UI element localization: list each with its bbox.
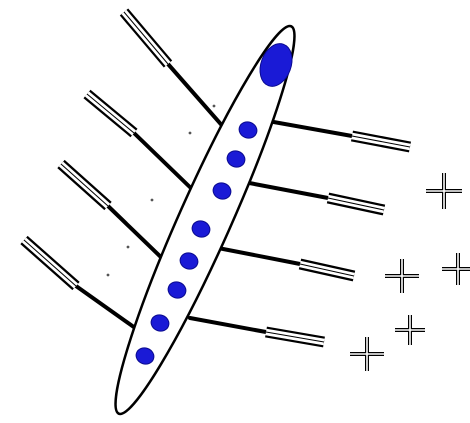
specks-group: [106, 104, 216, 277]
oar-shaft: [216, 246, 302, 266]
left-oars-group: [20, 8, 228, 332]
oar-shaft: [166, 62, 228, 132]
crew-member-1: [259, 43, 293, 87]
plus-marker-4: [395, 315, 425, 345]
left-oar-2: [83, 89, 198, 195]
oar-blade-line: [60, 163, 109, 207]
oar-blade-line: [327, 197, 385, 211]
oar-shaft: [132, 131, 198, 195]
speck-4: [126, 245, 130, 249]
crew-group: [135, 43, 293, 365]
oar-blade-line: [86, 93, 135, 134]
speck-2: [188, 131, 192, 135]
right-oars-group: [188, 119, 412, 348]
oar-blade-line: [23, 239, 77, 287]
crew-member-3: [226, 150, 246, 168]
oar-shaft: [74, 284, 140, 332]
right-oar-3: [216, 246, 356, 282]
right-oar-2: [242, 180, 386, 216]
left-oar-3: [57, 159, 168, 264]
plus-marker-5: [350, 337, 384, 371]
right-oar-4: [188, 316, 325, 348]
oar-shaft: [106, 204, 168, 264]
plus-marker-2: [385, 259, 419, 293]
markers-group: [350, 173, 470, 371]
oar-shaft: [188, 316, 268, 334]
speck-1: [212, 104, 216, 108]
oar-blade-line: [351, 135, 411, 148]
crew-member-9: [135, 347, 155, 365]
crew-member-5: [191, 220, 211, 238]
right-oar-1: [266, 119, 412, 153]
crew-member-4: [212, 182, 232, 200]
crew-member-7: [167, 281, 187, 299]
oar-shaft: [242, 180, 330, 200]
oar-blade-line: [123, 11, 169, 65]
speck-5: [106, 273, 110, 277]
plus-marker-3: [442, 253, 470, 285]
left-oar-4: [20, 235, 140, 332]
speck-3: [150, 198, 154, 202]
crew-member-8: [150, 314, 170, 332]
left-oar-1: [119, 8, 228, 132]
plus-marker-1: [426, 173, 462, 209]
crew-member-2: [238, 121, 258, 139]
oar-blade-line: [299, 263, 355, 277]
crew-member-6: [179, 252, 199, 270]
oar-shaft: [266, 119, 354, 138]
oar-blade-line: [265, 331, 325, 343]
